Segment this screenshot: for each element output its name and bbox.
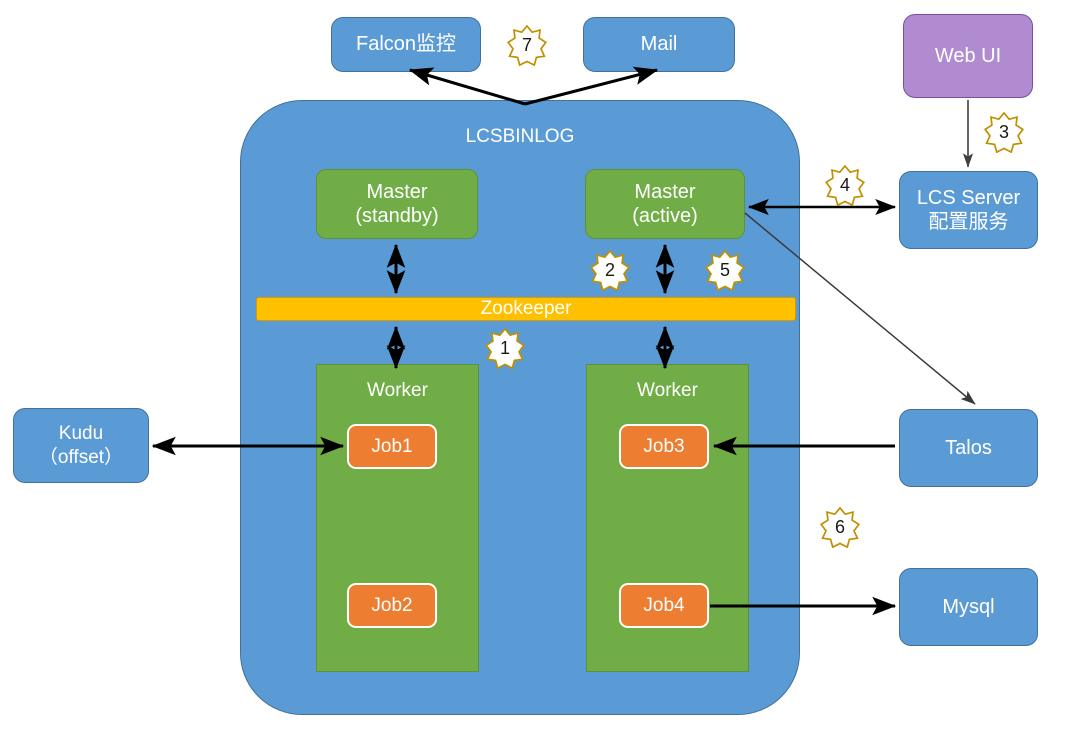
node-kudu[interactable]: Kudu （offset）	[13, 408, 149, 483]
badge-7-label: 7	[521, 35, 532, 55]
badge-5: 5	[704, 249, 746, 291]
arrow-to-mail	[524, 66, 659, 106]
node-mysql-label: Mysql	[942, 595, 995, 618]
node-zookeeper[interactable]: Zookeeper	[256, 297, 796, 321]
badge-3: 3	[983, 111, 1025, 153]
node-mysql[interactable]: Mysql	[899, 568, 1038, 646]
node-talos-label: Talos	[945, 436, 992, 459]
node-talos[interactable]: Talos	[899, 409, 1038, 487]
node-job3-label: Job3	[643, 435, 685, 457]
node-lcs-server-label: LCS Server 配置服务	[916, 186, 1021, 233]
node-falcon-monitoring[interactable]: Falcon监控	[331, 17, 481, 72]
badge-2-label: 2	[604, 260, 615, 280]
node-job4-label: Job4	[643, 594, 685, 616]
node-web-ui[interactable]: Web UI	[903, 14, 1033, 98]
badge-1: 1	[484, 327, 526, 369]
node-mail[interactable]: Mail	[583, 17, 735, 72]
star-icon	[819, 506, 861, 548]
badge-5-label: 5	[719, 260, 730, 280]
node-master-active[interactable]: Master (active)	[585, 169, 745, 239]
node-job2[interactable]: Job2	[347, 583, 437, 628]
star-icon	[484, 327, 526, 369]
badge-3-label: 3	[998, 122, 1009, 142]
node-job1[interactable]: Job1	[347, 424, 437, 469]
arrow-to-falcon	[408, 67, 526, 106]
badge-7: 7	[506, 24, 548, 66]
node-job4[interactable]: Job4	[619, 583, 709, 628]
node-job2-label: Job2	[371, 594, 413, 616]
star-icon	[704, 249, 746, 291]
node-master-active-label: Master (active)	[632, 180, 698, 227]
node-master-standby[interactable]: Master (standby)	[316, 169, 478, 239]
badge-1-label: 1	[499, 338, 510, 358]
star-icon	[589, 249, 631, 291]
badge-4-label: 4	[839, 175, 850, 195]
node-worker-right-label: Worker	[637, 380, 698, 401]
node-falcon-label: Falcon监控	[355, 33, 457, 56]
badge-6: 6	[819, 506, 861, 548]
badge-2: 2	[589, 249, 631, 291]
node-web-ui-label: Web UI	[934, 44, 1002, 67]
node-master-standby-label: Master (standby)	[355, 180, 439, 227]
node-job3[interactable]: Job3	[619, 424, 709, 469]
node-job1-label: Job1	[371, 435, 413, 457]
node-worker-left-label: Worker	[367, 380, 428, 401]
star-icon	[506, 24, 548, 66]
star-icon	[824, 164, 866, 206]
star-icon	[983, 111, 1025, 153]
lcsbinlog-title: LCSBINLOG	[465, 126, 575, 147]
node-mail-label: Mail	[640, 33, 678, 56]
badge-4: 4	[824, 164, 866, 206]
badge-6-label: 6	[834, 517, 845, 537]
node-lcs-server[interactable]: LCS Server 配置服务	[899, 171, 1038, 249]
node-kudu-label: Kudu （offset）	[38, 423, 124, 468]
node-zookeeper-label: Zookeeper	[480, 298, 572, 320]
